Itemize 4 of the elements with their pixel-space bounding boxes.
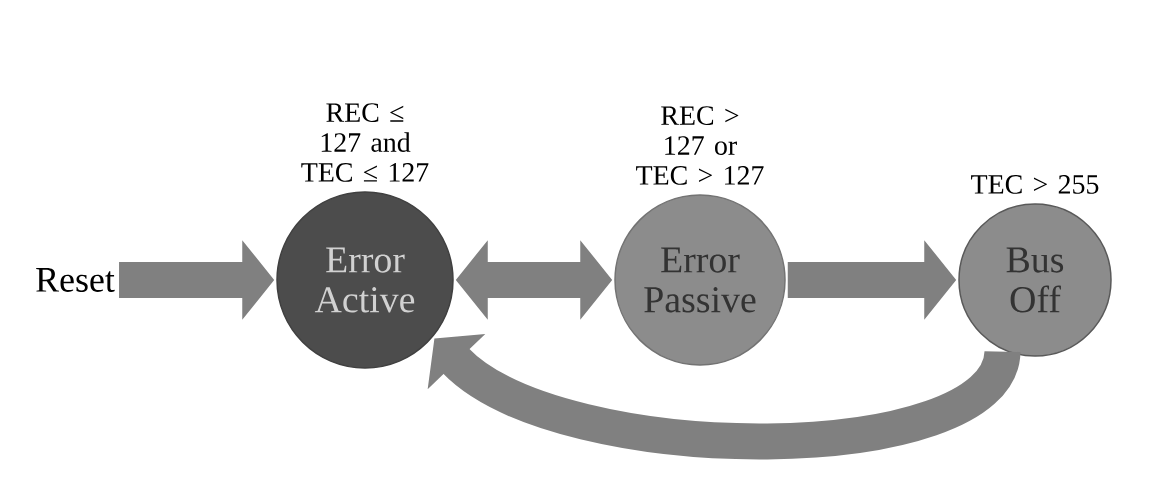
condition-label: REC ≤ 127 and TEC ≤ 127 xyxy=(301,103,429,182)
condition-label: REC > 127 or TEC > 127 xyxy=(636,106,764,185)
condition-label: TEC > 255 xyxy=(971,175,1099,194)
reset-label: Reset xyxy=(36,268,115,292)
